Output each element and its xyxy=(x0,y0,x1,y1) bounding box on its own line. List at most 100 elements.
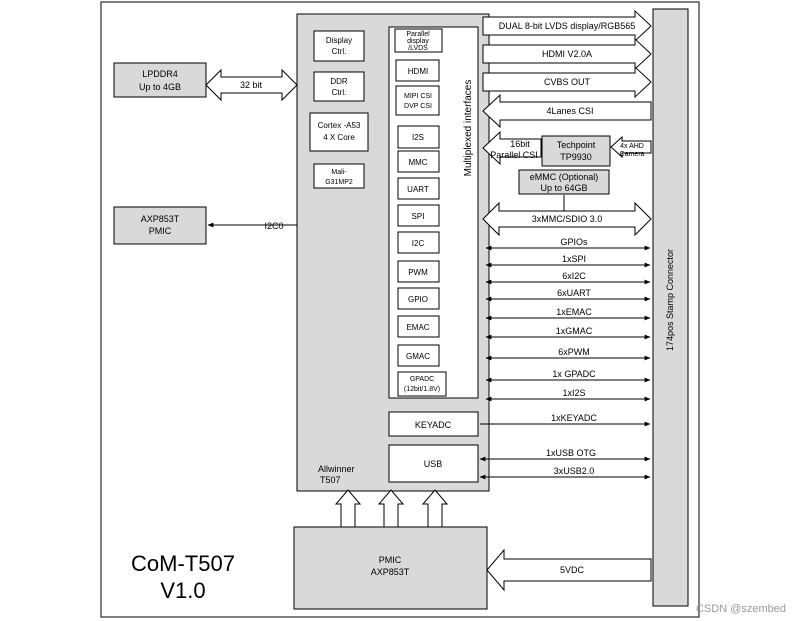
svg-text:UART: UART xyxy=(407,185,429,194)
svg-text:1xSPI: 1xSPI xyxy=(562,254,586,264)
svg-text:GPIOs: GPIOs xyxy=(560,237,588,247)
emmc-size: Up to 64GB xyxy=(540,183,587,193)
signal-emac: 1xEMAC xyxy=(485,307,651,321)
svg-text:GPIO: GPIO xyxy=(408,295,428,304)
camera-arrow xyxy=(610,135,652,159)
svg-text:KEYADC: KEYADC xyxy=(415,420,452,430)
svg-text:1xUSB OTG: 1xUSB OTG xyxy=(546,448,596,458)
svg-text:display: display xyxy=(407,38,429,45)
hdmi-bus-arrow: HDMI V2.0A xyxy=(482,37,652,71)
svg-text:Parallel: Parallel xyxy=(406,31,430,38)
module-version: V1.0 xyxy=(160,578,205,603)
pcsi-bus-arrow: 16bit Parallel CSI xyxy=(482,130,542,166)
emmc-label: eMMC (Optional) xyxy=(530,172,599,182)
signal-keyadc: 1xKEYADC xyxy=(480,413,651,427)
mux-gpadc: GPADC (12bit/1.8V) xyxy=(397,371,447,397)
power-input-arrow: 5VDC xyxy=(486,548,652,592)
lvds-bus-arrow: DUAL 8-bit LVDS display/RGB565 xyxy=(482,9,652,43)
techpoint-label: Techpoint xyxy=(557,140,596,150)
svg-text:MIPI CSI: MIPI CSI xyxy=(404,93,432,100)
core-display-ctrl: Display Ctrl. xyxy=(313,30,365,62)
mux-title: Multiplexed interfaces xyxy=(463,80,474,177)
watermark: CSDN @szembed xyxy=(695,603,786,615)
svg-text:6xPWM: 6xPWM xyxy=(558,347,590,357)
svg-text:MMC: MMC xyxy=(408,158,427,167)
pmic-left-block: AXP853T PMIC xyxy=(113,206,207,245)
pmic-bottom-label: PMIC xyxy=(379,555,402,565)
svg-text:Display: Display xyxy=(326,36,352,45)
mmc-label: 3xMMC/SDIO 3.0 xyxy=(532,214,603,224)
mux-uart: UART xyxy=(397,177,440,200)
pmic-left-label: AXP853T xyxy=(141,214,180,224)
lpddr4-size: Up to 4GB xyxy=(139,82,181,92)
keyadc-block: KEYADC xyxy=(388,411,479,437)
emmc-block: eMMC (Optional) Up to 64GB xyxy=(518,169,610,195)
svg-text:(12bit/1.8V): (12bit/1.8V) xyxy=(404,386,440,393)
usb-block: USB xyxy=(388,444,479,483)
mmc-bus-arrow: 3xMMC/SDIO 3.0 xyxy=(482,201,652,237)
core-cpu: Cortex -A53 4 X Core xyxy=(309,112,369,152)
svg-text:4 X Core: 4 X Core xyxy=(323,133,355,142)
svg-text:GMAC: GMAC xyxy=(406,352,430,361)
cvbs-label: CVBS OUT xyxy=(544,77,591,87)
mux-gmac: GMAC xyxy=(397,344,440,367)
mux-parallel-display: Parallel display /LVDS xyxy=(394,28,443,53)
mux-emac: EMAC xyxy=(397,315,440,338)
svg-text:1xGMAC: 1xGMAC xyxy=(556,326,593,336)
mux-spi: SPI xyxy=(397,204,440,227)
svg-text:1xI2S: 1xI2S xyxy=(562,388,585,398)
lpddr4-block: LPDDR4 Up to 4GB xyxy=(113,62,207,98)
svg-text:HDMI: HDMI xyxy=(408,67,428,76)
svg-text:6xI2C: 6xI2C xyxy=(562,271,586,281)
mux-i2s: I2S xyxy=(397,125,440,149)
svg-text:I2S: I2S xyxy=(412,133,424,142)
svg-text:PWM: PWM xyxy=(408,268,428,277)
svg-text:DDR: DDR xyxy=(330,77,348,86)
soc-model: T507 xyxy=(320,475,341,485)
svg-text:G31MP2: G31MP2 xyxy=(325,179,353,186)
mux-gpio: GPIO xyxy=(397,287,440,310)
signal-gpadc: 1x GPADC xyxy=(485,369,651,383)
power-up-arrow-3 xyxy=(421,489,449,528)
svg-text:Ctrl.: Ctrl. xyxy=(332,47,347,56)
hdmi-label: HDMI V2.0A xyxy=(542,49,592,59)
signal-usb2: 3xUSB2.0 xyxy=(479,466,651,480)
svg-text:DVP CSI: DVP CSI xyxy=(404,103,432,110)
svg-text:6xUART: 6xUART xyxy=(557,288,591,298)
pmic-bottom-model: AXP853T xyxy=(371,567,410,577)
mux-i2c: I2C xyxy=(397,231,440,254)
svg-text:1xEMAC: 1xEMAC xyxy=(556,307,592,317)
camera-label-1: 4x AHD xyxy=(620,143,644,150)
lvds-label: DUAL 8-bit LVDS display/RGB565 xyxy=(499,21,636,31)
lpddr4-label: LPDDR4 xyxy=(142,69,178,79)
pcsi-label-1: 16bit xyxy=(510,139,530,149)
power-up-arrow-1 xyxy=(334,489,362,528)
mux-mmc: MMC xyxy=(397,150,440,173)
camera-label-2: Camera xyxy=(620,151,645,158)
svg-text:EMAC: EMAC xyxy=(406,323,429,332)
pcsi-label-2: Parallel CSI xyxy=(490,150,538,160)
svg-text:1x GPADC: 1x GPADC xyxy=(552,369,596,379)
techpoint-block: Techpoint TP9930 xyxy=(541,135,611,167)
mux-csi: MIPI CSI DVP CSI xyxy=(395,85,440,116)
signal-gmac: 1xGMAC xyxy=(485,326,651,340)
stamp-connector: 174pos Stamp Connector xyxy=(652,8,689,607)
svg-text:1xKEYADC: 1xKEYADC xyxy=(551,413,597,423)
svg-text:Mali-: Mali- xyxy=(331,169,347,176)
core-ddr-ctrl: DDR Ctrl. xyxy=(313,71,365,102)
svg-text:SPI: SPI xyxy=(412,212,425,221)
mux-hdmi: HDMI xyxy=(395,59,440,82)
soc-vendor: Allwinner xyxy=(318,464,355,474)
cvbs-bus-arrow: CVBS OUT xyxy=(482,65,652,99)
svg-text:3xUSB2.0: 3xUSB2.0 xyxy=(554,466,595,476)
svg-text:GPADC: GPADC xyxy=(410,376,434,383)
i2c0-label: I2C0 xyxy=(264,221,283,231)
pmic-left-type: PMIC xyxy=(149,226,172,236)
csi4-bus-arrow: 4Lanes CSI xyxy=(482,93,652,129)
pmic-bottom-block: PMIC AXP853T xyxy=(293,526,488,610)
svg-text:USB: USB xyxy=(424,459,443,469)
module-name: CoM-T507 xyxy=(131,551,235,576)
signal-spi: 1xSPI xyxy=(485,254,651,268)
signal-i2c: 6xI2C xyxy=(485,271,651,285)
